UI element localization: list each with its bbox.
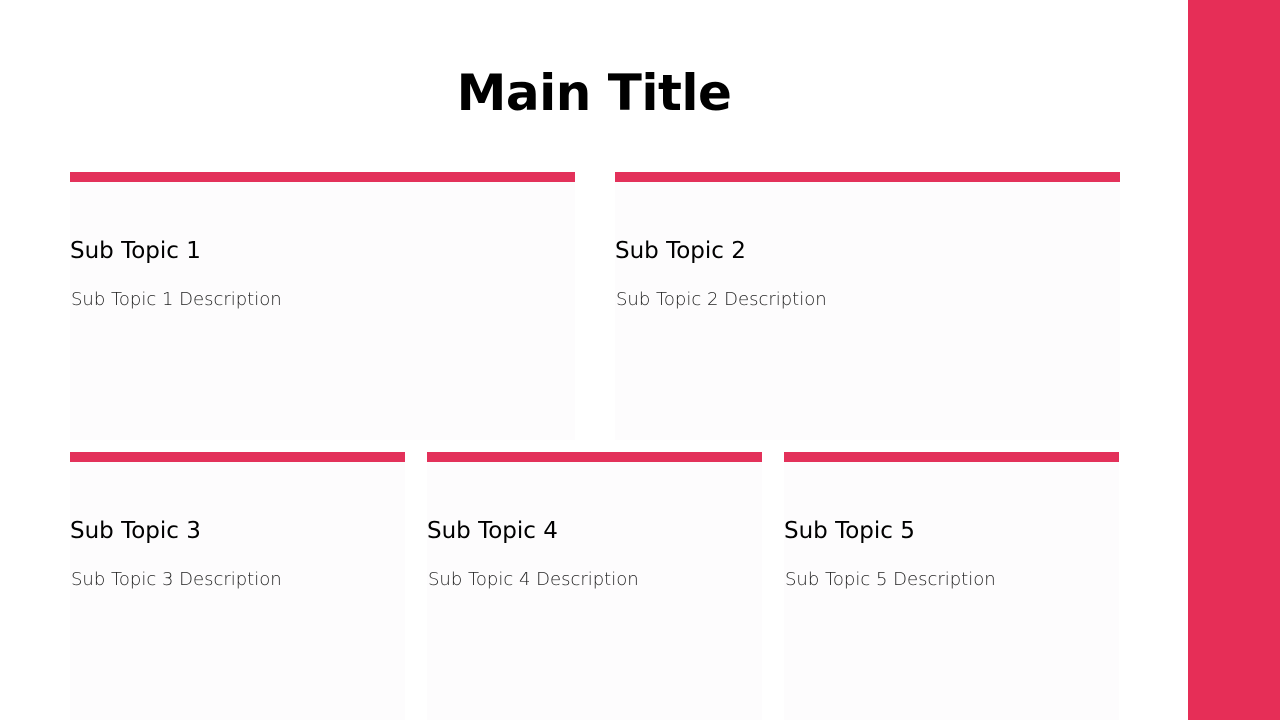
accent-bar [615, 172, 1120, 182]
topic-heading: Sub Topic 4 [427, 518, 558, 544]
topic-heading: Sub Topic 3 [70, 518, 201, 544]
accent-bar [427, 452, 762, 462]
topic-heading: Sub Topic 2 [615, 238, 746, 264]
topic-description: Sub Topic 2 Description [616, 289, 827, 310]
topic-heading: Sub Topic 1 [70, 238, 201, 264]
accent-side-band [1188, 0, 1280, 720]
accent-bar [70, 452, 405, 462]
topic-card-4: Sub Topic 4 Sub Topic 4 Description [427, 452, 762, 720]
topic-card-1: Sub Topic 1 Sub Topic 1 Description [70, 172, 575, 440]
topic-card-3: Sub Topic 3 Sub Topic 3 Description [70, 452, 405, 720]
main-title: Main Title [456, 64, 732, 122]
topic-description: Sub Topic 3 Description [71, 569, 282, 590]
topic-description: Sub Topic 1 Description [71, 289, 282, 310]
topic-description: Sub Topic 5 Description [785, 569, 996, 590]
accent-bar [784, 452, 1119, 462]
accent-bar [70, 172, 575, 182]
topic-card-2: Sub Topic 2 Sub Topic 2 Description [615, 172, 1120, 440]
topic-heading: Sub Topic 5 [784, 518, 915, 544]
topic-card-5: Sub Topic 5 Sub Topic 5 Description [784, 452, 1119, 720]
topic-description: Sub Topic 4 Description [428, 569, 639, 590]
